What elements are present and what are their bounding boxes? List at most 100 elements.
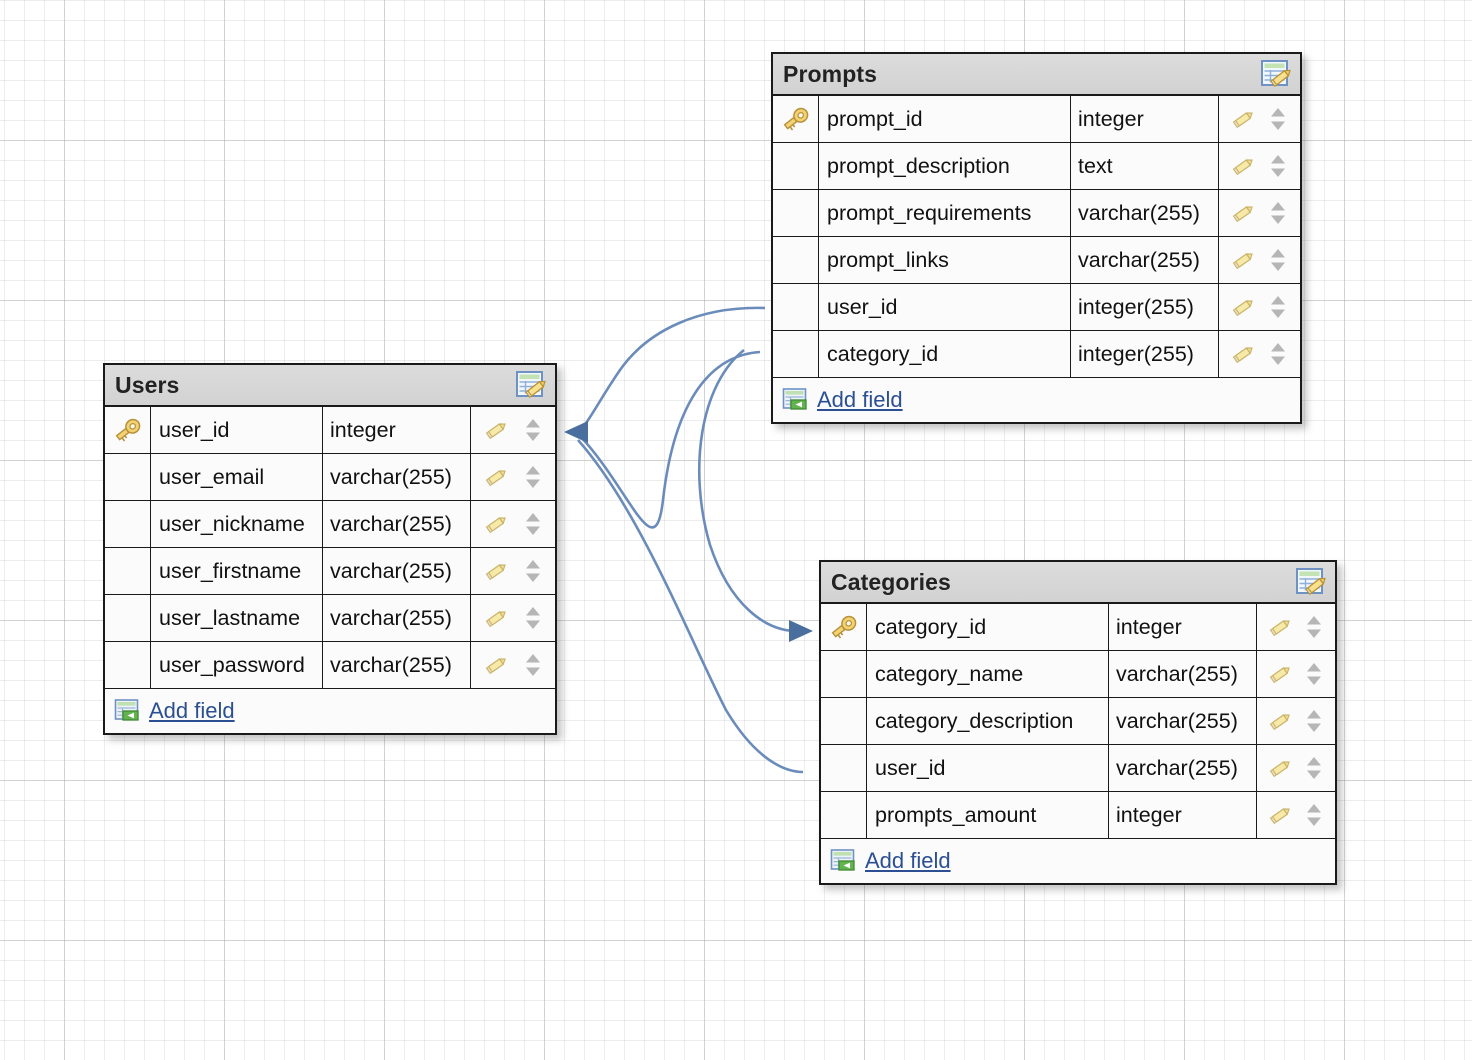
pencil-icon[interactable] (1268, 756, 1294, 780)
field-type: text (1071, 143, 1219, 189)
pencil-icon[interactable] (1231, 342, 1257, 366)
sort-updown-icon[interactable] (1268, 341, 1288, 367)
sort-updown-icon[interactable] (1268, 153, 1288, 179)
table-edit-icon[interactable] (515, 370, 549, 401)
add-field-icon[interactable] (830, 848, 858, 874)
sort-updown-icon[interactable] (523, 417, 543, 443)
field-name: category_name (867, 651, 1109, 697)
field-type: integer (1071, 96, 1219, 142)
primary-key-cell (105, 454, 151, 500)
field-actions (1257, 651, 1335, 697)
pencil-icon[interactable] (1268, 803, 1294, 827)
sort-updown-icon[interactable] (1304, 661, 1324, 687)
pencil-icon[interactable] (1231, 107, 1257, 131)
pencil-icon[interactable] (1231, 248, 1257, 272)
field-type: integer (323, 407, 471, 453)
field-type: integer(255) (1071, 284, 1219, 330)
sort-updown-icon[interactable] (1304, 614, 1324, 640)
field-name: user_id (819, 284, 1071, 330)
add-field-icon[interactable] (114, 698, 142, 724)
sort-updown-icon[interactable] (1304, 708, 1324, 734)
sort-updown-icon[interactable] (1304, 802, 1324, 828)
add-field-row[interactable]: Add field (773, 378, 1300, 422)
pencil-icon[interactable] (1268, 662, 1294, 686)
sort-updown-icon[interactable] (1268, 106, 1288, 132)
sort-updown-icon[interactable] (523, 558, 543, 584)
sort-updown-icon[interactable] (1268, 247, 1288, 273)
field-name: user_password (151, 642, 323, 688)
sort-updown-icon[interactable] (1268, 294, 1288, 320)
sort-updown-icon[interactable] (523, 511, 543, 537)
pencil-icon[interactable] (1231, 201, 1257, 225)
primary-key-cell (105, 548, 151, 594)
field-actions (1257, 792, 1335, 838)
pencil-icon[interactable] (484, 653, 510, 677)
primary-key-cell (773, 143, 819, 189)
key-icon (829, 614, 859, 640)
field-type: varchar(255) (1109, 745, 1257, 791)
add-field-icon[interactable] (782, 387, 810, 413)
field-type: varchar(255) (323, 548, 471, 594)
sort-updown-icon[interactable] (523, 605, 543, 631)
primary-key-cell (821, 698, 867, 744)
field-actions (1219, 143, 1300, 189)
sort-updown-icon[interactable] (1268, 200, 1288, 226)
primary-key-cell (821, 745, 867, 791)
primary-key-cell (773, 190, 819, 236)
entity-header-users[interactable]: Users (105, 365, 555, 407)
add-field-row[interactable]: Add field (821, 839, 1335, 883)
sort-updown-icon[interactable] (1304, 755, 1324, 781)
table-edit-icon[interactable] (1295, 567, 1329, 598)
sort-updown-icon[interactable] (523, 652, 543, 678)
key-icon (781, 106, 811, 132)
field-type: varchar(255) (1071, 190, 1219, 236)
sort-updown-icon[interactable] (523, 464, 543, 490)
pencil-icon[interactable] (484, 559, 510, 583)
add-field-link[interactable]: Add field (149, 698, 235, 723)
add-field-link[interactable]: Add field (817, 387, 903, 412)
field-type: varchar(255) (1071, 237, 1219, 283)
pencil-icon[interactable] (484, 606, 510, 630)
field-name: user_email (151, 454, 323, 500)
pencil-icon[interactable] (1231, 154, 1257, 178)
pencil-icon[interactable] (484, 512, 510, 536)
pencil-icon[interactable] (1231, 295, 1257, 319)
primary-key-cell (773, 284, 819, 330)
field-name: category_id (819, 331, 1071, 377)
table-edit-icon[interactable] (1260, 59, 1294, 90)
field-actions (471, 642, 555, 688)
entity-header-prompts[interactable]: Prompts (773, 54, 1300, 96)
pencil-icon[interactable] (484, 465, 510, 489)
field-type: varchar(255) (1109, 698, 1257, 744)
field-actions (471, 595, 555, 641)
field-name: user_id (867, 745, 1109, 791)
pencil-icon[interactable] (1268, 615, 1294, 639)
add-field-row[interactable]: Add field (105, 689, 555, 733)
key-icon (113, 417, 143, 443)
add-field-link[interactable]: Add field (865, 848, 951, 873)
entity-title: Categories (831, 568, 951, 595)
pencil-icon[interactable] (484, 418, 510, 442)
entity-header-categories[interactable]: Categories (821, 562, 1335, 604)
pencil-icon[interactable] (1268, 709, 1294, 733)
